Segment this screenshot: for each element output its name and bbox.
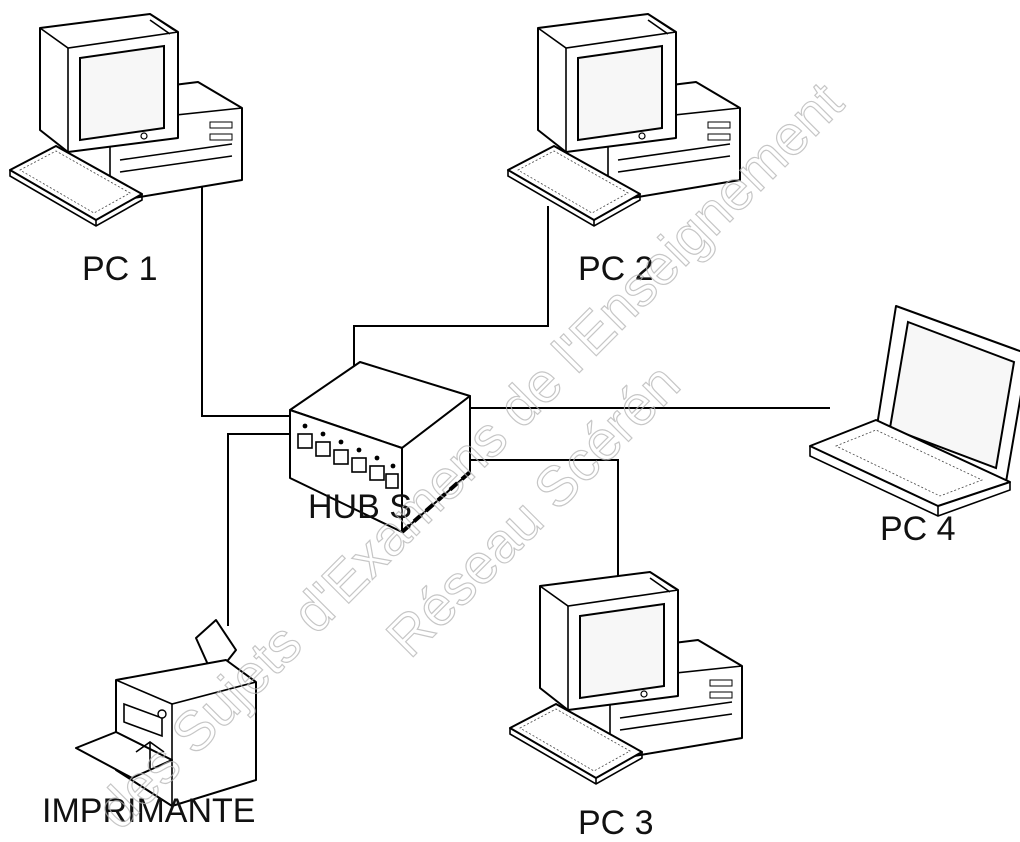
pc3-node <box>509 571 743 785</box>
desktop-computer-icon <box>509 571 743 785</box>
link-pc2-hub <box>353 206 549 366</box>
laptop-icon <box>809 305 1020 517</box>
pc1-node <box>9 13 243 227</box>
link-pc1-hub <box>201 184 296 417</box>
pc4-label: PC 4 <box>880 510 956 548</box>
desktop-computer-icon <box>9 13 243 227</box>
printer-label: IMPRIMANTE <box>42 792 255 830</box>
pc1-label: PC 1 <box>82 250 158 288</box>
hub-label: HUB S <box>308 488 412 526</box>
connections <box>201 184 830 626</box>
pc2-label: PC 2 <box>578 250 654 288</box>
link-pc3-hub <box>444 459 619 582</box>
pc4-node <box>809 305 1020 517</box>
link-printer-hub <box>227 433 296 626</box>
pc3-label: PC 3 <box>578 804 654 842</box>
